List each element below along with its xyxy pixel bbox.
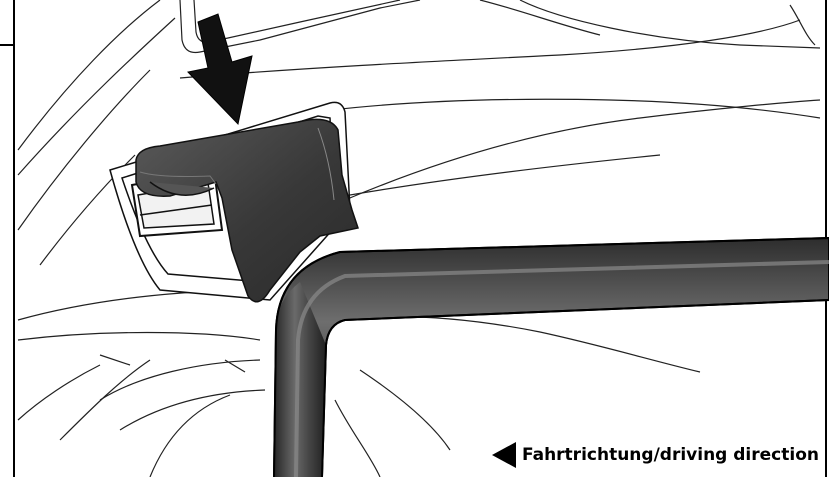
down-arrow-icon <box>187 13 253 126</box>
caption-text: Fahrtrichtung/driving direction <box>521 445 819 465</box>
driving-direction-caption: Fahrtrichtung/driving direction <box>489 441 821 469</box>
interior-contours <box>17 0 821 477</box>
left-triangle-arrow-icon <box>491 442 516 468</box>
seat-hook <box>135 118 359 303</box>
headrest-bar <box>272 236 829 477</box>
